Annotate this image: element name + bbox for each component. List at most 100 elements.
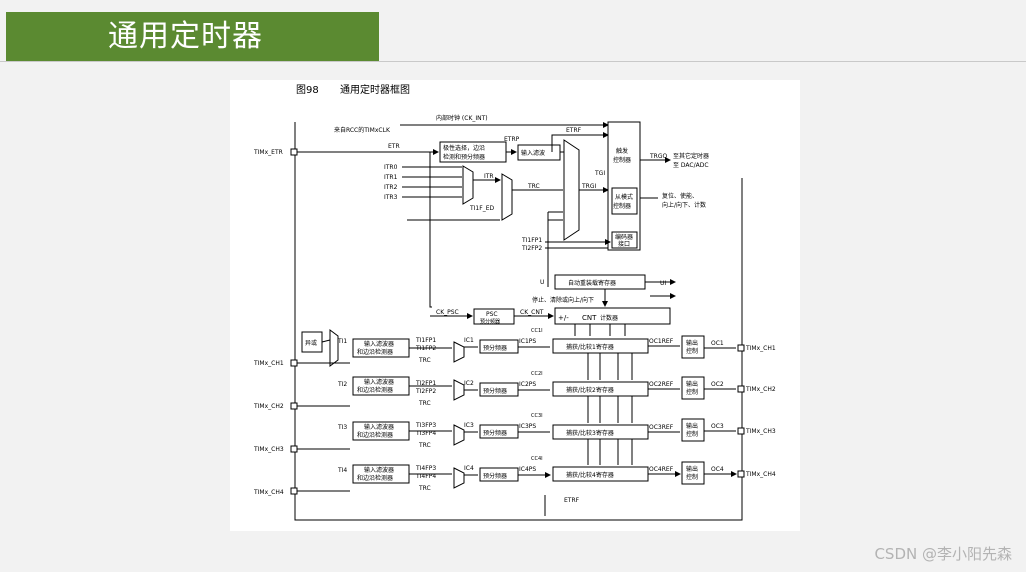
ti1fp1-label: TI1FP1 xyxy=(521,237,542,244)
ch1-output-2: 控制 xyxy=(686,347,698,355)
ch3-trc: TRC xyxy=(418,442,431,449)
cnt-sub-label: 计数器 xyxy=(600,314,618,322)
trgi-label: TRGI xyxy=(581,183,596,190)
rcc-source-label: 来自RCC的TIMxCLK xyxy=(334,126,391,134)
ch3-filter-1: 输入滤波器 xyxy=(364,423,394,431)
psc-label: PSC xyxy=(486,311,498,318)
ch4-oc: OC4 xyxy=(711,466,724,473)
ch1-out-pin: TIMx_CH1 xyxy=(745,345,776,352)
ch1-ccr: 捕获/比较1寄存器 xyxy=(566,343,614,351)
ch2-fpa: TI2FP1 xyxy=(415,380,436,387)
ch1-ic: IC1 xyxy=(464,337,474,344)
slave-ctrl-2: 控制器 xyxy=(613,202,631,210)
ch4-output-2: 控制 xyxy=(686,473,698,481)
ch4-output-1: 输出 xyxy=(686,465,698,473)
itr3-label: ITR3 xyxy=(384,194,398,201)
ch1-ocref: OC1REF xyxy=(649,338,674,345)
ch3-ocref: OC3REF xyxy=(649,424,674,431)
ch1-filter-2: 和边沿检测器 xyxy=(357,348,393,356)
ch4-in-pin: TIMx_CH4 xyxy=(253,489,284,496)
ch2-oc: OC2 xyxy=(711,381,724,388)
ti2fp2-label: TI2FP2 xyxy=(521,245,542,252)
ch3-ti: TI3 xyxy=(337,424,347,431)
ch1-fpb: TI1FP2 xyxy=(415,345,436,352)
ch2-filter-2: 和边沿检测器 xyxy=(357,386,393,394)
ch3-oc: OC3 xyxy=(711,423,724,430)
psc-sub-label: 预分频器 xyxy=(480,318,500,325)
ch1-fpa: TI1FP1 xyxy=(415,337,436,344)
slide-title: 通用定时器 xyxy=(6,12,379,61)
itr2-label: ITR2 xyxy=(384,184,398,191)
ch3-ccr: 捕获/比较3寄存器 xyxy=(566,429,614,437)
ck-int-label: 内部时钟 (CK_INT) xyxy=(436,114,488,122)
ck-psc-label: CK_PSC xyxy=(436,309,459,316)
ch2-in-pin: TIMx_CH2 xyxy=(253,403,284,410)
ch4-fpb: TI4FP4 xyxy=(415,473,436,480)
ch3-ic: IC3 xyxy=(464,422,474,429)
ch2-icps: IC2PS xyxy=(519,381,536,388)
ch1-filter-1: 输入滤波器 xyxy=(364,340,394,348)
trigger-ctrl-1: 触发 xyxy=(616,147,628,155)
trgo-dest-1: 至其它定时器 xyxy=(673,152,709,160)
tgi-label: TGI xyxy=(594,170,605,177)
figure-number: 图98 xyxy=(296,84,319,96)
trgo-dest-2: 至 DAC/ADC xyxy=(673,162,709,169)
ch2-ic: IC2 xyxy=(464,380,474,387)
itr1-label: ITR1 xyxy=(384,174,398,181)
ch1-ti: TI1 xyxy=(337,338,347,345)
reset-text-2: 向上/向下、计数 xyxy=(662,201,706,209)
ch4-icps: IC4PS xyxy=(519,466,536,473)
u-label-top: U xyxy=(540,279,544,286)
ch3-fpb: TI3FP4 xyxy=(415,430,436,437)
ch3-cci: CC3I xyxy=(531,413,543,419)
channel-rows xyxy=(290,335,745,495)
ch4-ccr: 捕获/比较4寄存器 xyxy=(566,471,614,479)
ch4-filter-2: 和边沿检测器 xyxy=(357,474,393,482)
ch3-output-1: 输出 xyxy=(686,422,698,430)
ch1-trc: TRC xyxy=(418,357,431,364)
etrf-label: ETRF xyxy=(566,127,582,134)
itr-label: ITR xyxy=(484,173,494,180)
ch3-output-2: 控制 xyxy=(686,430,698,438)
ch3-fpa: TI3FP3 xyxy=(415,422,436,429)
ch2-trc: TRC xyxy=(418,400,431,407)
reset-text-1: 复位、使能、 xyxy=(662,192,698,200)
ch2-ccr: 捕获/比较2寄存器 xyxy=(566,386,614,394)
plusminus-label: +/- xyxy=(558,314,569,322)
ch3-prescaler: 预分频器 xyxy=(483,429,507,437)
stop-text: 停止、清除或向上/向下 xyxy=(532,296,594,304)
ch1-oc: OC1 xyxy=(711,340,724,347)
ch4-ic: IC4 xyxy=(464,465,474,472)
ch4-ti: TI4 xyxy=(337,467,347,474)
input-filter-label: 输入滤波 xyxy=(521,149,545,157)
ti1f-ed-label: TI1F_ED xyxy=(469,205,494,212)
ch4-trc: TRC xyxy=(418,485,431,492)
ch4-out-pin: TIMx_CH4 xyxy=(745,471,776,478)
ch1-prescaler: 预分频器 xyxy=(483,344,507,352)
ch4-ocref: OC4REF xyxy=(649,466,674,473)
ch2-ocref: OC2REF xyxy=(649,381,674,388)
ch2-prescaler: 预分频器 xyxy=(483,387,507,395)
ch2-fpb: TI2FP2 xyxy=(415,388,436,395)
ch1-in-pin: TIMx_CH1 xyxy=(253,360,284,367)
etrp-label: ETRP xyxy=(504,136,520,143)
figure-caption: 通用定时器框图 xyxy=(340,83,410,96)
polarity-line1: 极性选择，边沿 xyxy=(443,144,485,152)
ch2-filter-1: 输入滤波器 xyxy=(364,378,394,386)
ch3-filter-2: 和边沿检测器 xyxy=(357,431,393,439)
ch3-out-pin: TIMx_CH3 xyxy=(745,428,776,435)
watermark: CSDN @李小阳先森 xyxy=(874,545,1012,563)
ch4-filter-1: 输入滤波器 xyxy=(364,466,394,474)
ch2-output-2: 控制 xyxy=(686,388,698,396)
ch2-cci: CC2I xyxy=(531,371,543,377)
ch1-cci: CC1I xyxy=(531,328,543,334)
slave-ctrl-1: 从模式 xyxy=(615,193,633,201)
encoder-1: 编码器 xyxy=(615,233,633,241)
ch4-fpa: TI4FP3 xyxy=(415,465,436,472)
cnt-label: CNT xyxy=(582,314,597,322)
trgo-label: TRGO xyxy=(649,153,667,160)
etr-label: ETR xyxy=(388,143,400,150)
etr-pin-label: TIMx_ETR xyxy=(253,149,283,156)
ch1-icps: IC1PS xyxy=(519,338,536,345)
